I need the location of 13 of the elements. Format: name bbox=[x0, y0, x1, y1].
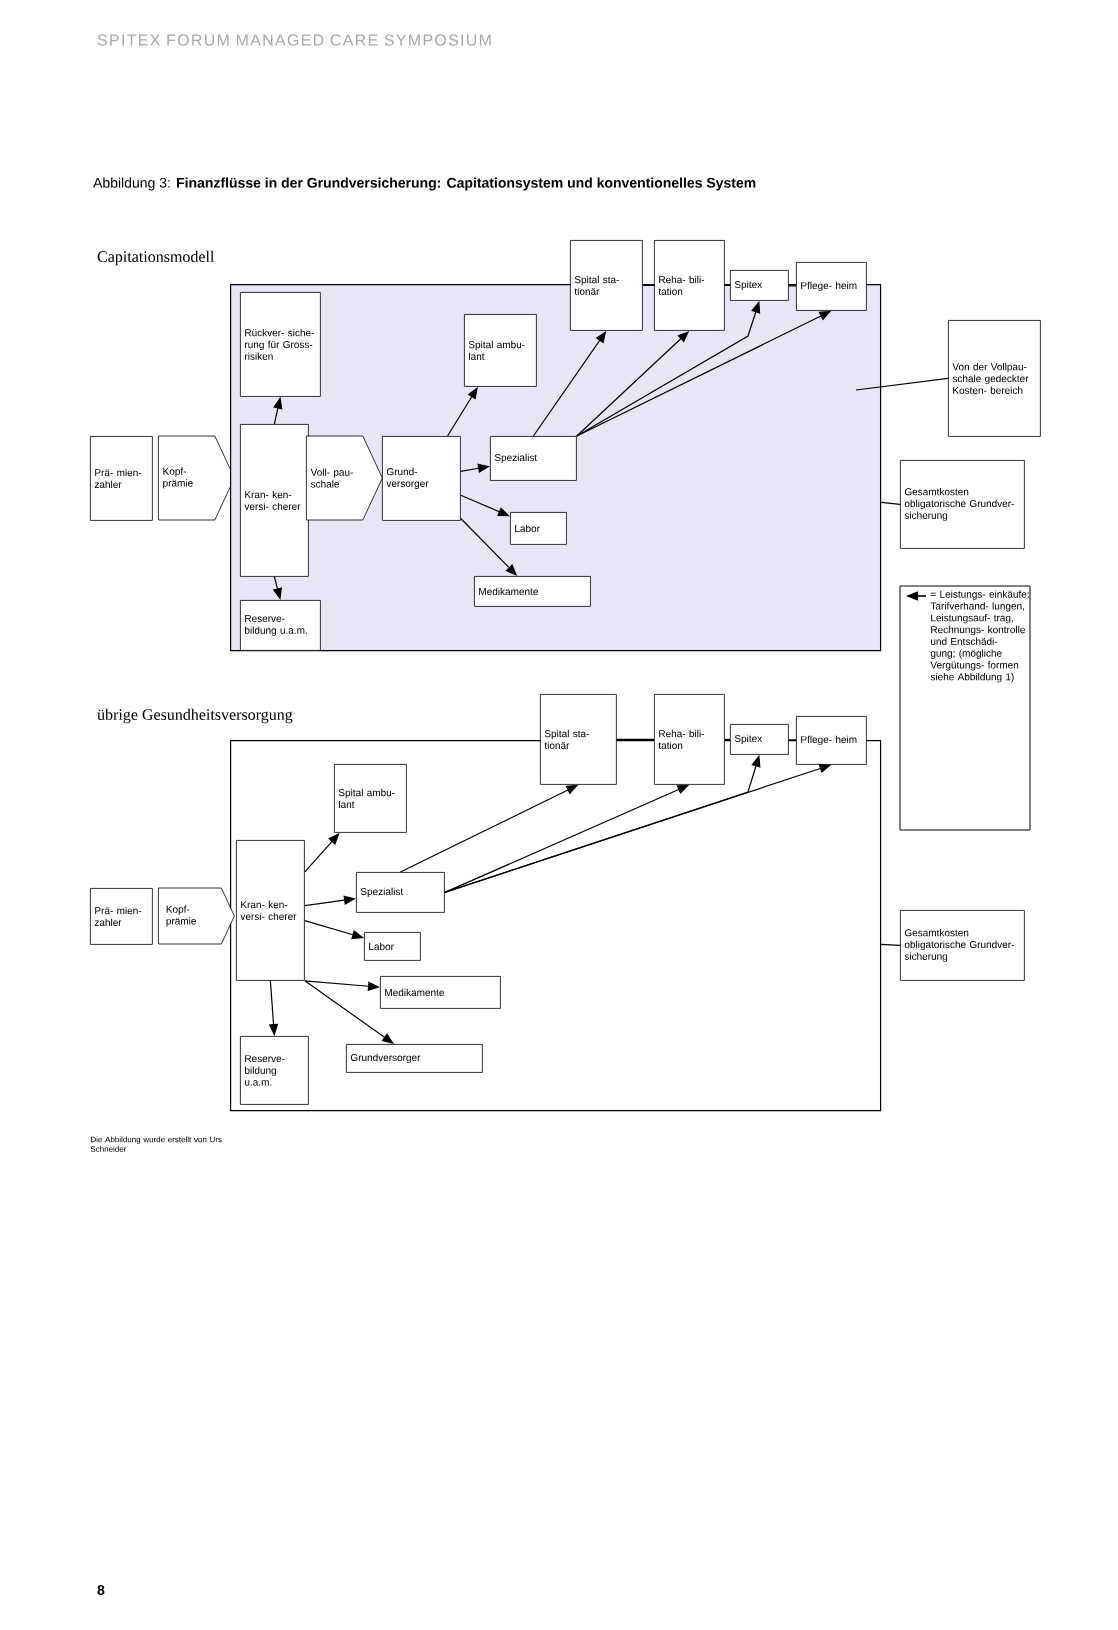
connector-line bbox=[788, 739, 797, 741]
connector-line bbox=[788, 285, 797, 287]
running-header: SPITEX FORUM MANAGED CARE SYMPOSIUM bbox=[97, 34, 491, 46]
leader-line bbox=[880, 943, 901, 946]
section-heading: übrige Gesundheitsversorgung bbox=[97, 708, 293, 724]
connector-line bbox=[616, 738, 655, 740]
arrow bbox=[460, 494, 510, 517]
section-heading: Capitationsmodell bbox=[97, 250, 215, 266]
leader-line bbox=[880, 501, 901, 506]
connector-line bbox=[642, 284, 655, 287]
leader-line bbox=[855, 377, 949, 391]
arrow bbox=[304, 980, 394, 1044]
connector-line bbox=[724, 738, 731, 740]
